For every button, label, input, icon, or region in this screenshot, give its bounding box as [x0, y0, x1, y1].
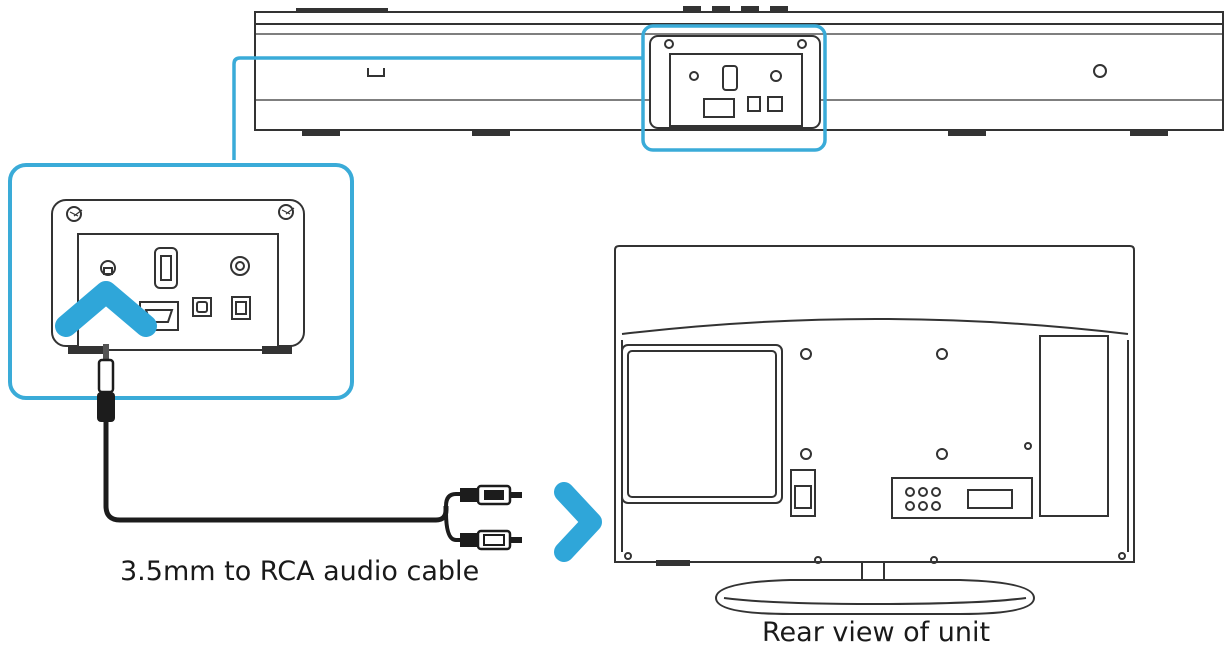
chevron-up-icon: [55, 281, 157, 337]
cable-caption: 3.5mm to RCA audio cable: [120, 556, 480, 587]
audio-cable: [97, 344, 522, 551]
zoom-connector: [232, 56, 643, 160]
soundbar: [254, 6, 1224, 136]
panel-highlight: [641, 24, 827, 152]
zoomed-port-panel: [51, 199, 305, 354]
tv-rear: [614, 245, 1135, 566]
unit-caption: Rear view of unit: [762, 617, 991, 648]
tv-stand: [714, 561, 1036, 615]
chevron-right-icon: [554, 482, 602, 562]
